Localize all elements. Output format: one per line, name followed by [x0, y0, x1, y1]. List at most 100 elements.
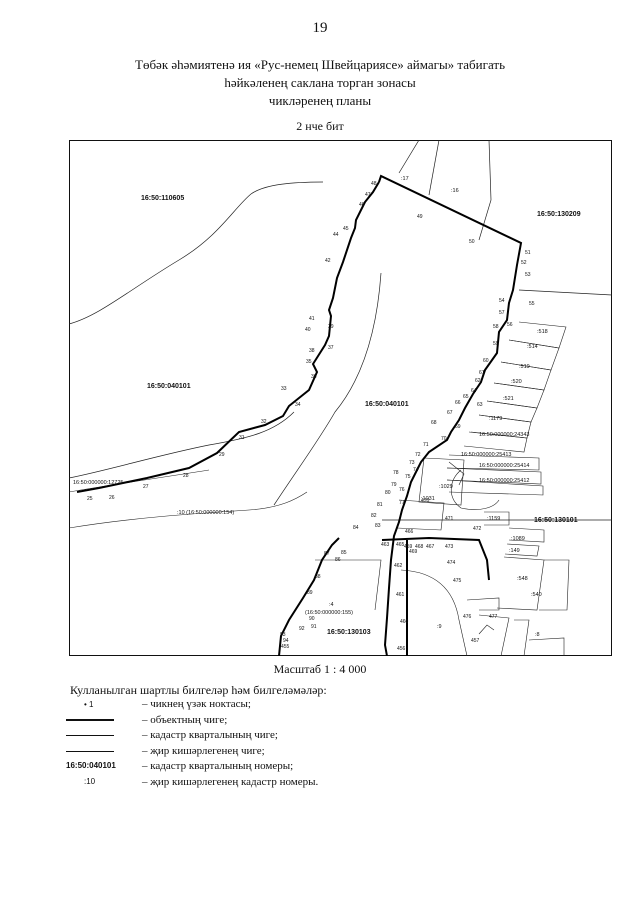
- point-label: 84: [353, 525, 359, 531]
- plot-label: 16:50:000000:25414: [479, 463, 529, 469]
- title-line-3: чикләренең планы: [268, 93, 372, 108]
- point-label: 62: [475, 378, 481, 384]
- point-label: 477: [489, 614, 498, 620]
- plot-9-inner: [478, 624, 495, 635]
- plot-10-edge: [69, 491, 308, 529]
- legend-symbol-thin-line: [66, 750, 114, 752]
- legend-row-plot-number: :10 – җир кишәрлегенең кадастр номеры.: [66, 775, 486, 791]
- object-boundary-inner-east: [381, 536, 490, 581]
- map-scale: Масштаб 1 : 4 000: [273, 662, 367, 676]
- plot-label: 16:50:000000:24343: [479, 432, 529, 438]
- legend-text: – кадастр кварталының номеры;: [142, 760, 294, 772]
- legend-text: – кадастр кварталының чиге;: [142, 729, 278, 741]
- plot-labels: :518 :514 :519 :520 :521 :1179 16:50:000…: [73, 176, 548, 638]
- plot-1159: [484, 511, 510, 526]
- point-label: 54: [499, 298, 505, 304]
- point-label: 71: [423, 442, 429, 448]
- plot-line-16-east: [478, 140, 492, 241]
- point-label: 455: [281, 644, 290, 650]
- plot-line-16-west: [428, 140, 440, 196]
- point-label: 36: [311, 374, 317, 380]
- plot-label: :521: [503, 396, 514, 402]
- point-label: 467: [426, 544, 435, 550]
- point-label: 63: [477, 402, 483, 408]
- plot-4: [315, 559, 382, 611]
- point-label: 460: [400, 619, 409, 625]
- point-label: 47: [365, 192, 371, 198]
- plot-label: :1031: [421, 496, 435, 502]
- point-label: 66: [455, 400, 461, 406]
- plot-149: [504, 543, 540, 557]
- plot-label: 16:50:000000:12725: [73, 480, 123, 486]
- plot-label: :149: [509, 548, 520, 554]
- point-label: 55: [529, 301, 535, 307]
- quarter-label: 16:50:130101: [534, 517, 578, 524]
- point-label: 29: [219, 452, 225, 458]
- point-label: 461: [396, 592, 405, 598]
- point-label: 67: [447, 410, 453, 416]
- point-label: 474: [447, 560, 456, 566]
- point-label: 41: [309, 316, 315, 322]
- point-label: 27: [143, 484, 149, 490]
- plot-9-building: [466, 597, 500, 611]
- quarter-label: 16:50:130209: [537, 211, 581, 218]
- plot-curve: [450, 469, 500, 510]
- plot-label: :16: [451, 188, 459, 194]
- plot-label: :518: [537, 329, 548, 335]
- point-label: 94: [283, 638, 289, 644]
- point-label: 69: [455, 424, 461, 430]
- plot-label: :9: [437, 624, 442, 630]
- plot-label: :540: [531, 592, 542, 598]
- point-label: 26: [109, 495, 115, 501]
- point-label: 28: [183, 473, 189, 479]
- plot-label: :520: [511, 379, 522, 385]
- plot-9-east: [478, 614, 510, 656]
- point-label: 82: [371, 513, 377, 519]
- plot-label: :10 (16:50:000000:154): [177, 510, 234, 516]
- point-label: 32: [261, 419, 267, 425]
- point-label: 462: [394, 563, 403, 569]
- point-label: 34: [295, 402, 301, 408]
- river-bank-north: [69, 181, 324, 325]
- river-bank-south: [69, 411, 295, 479]
- legend-symbol-quarter-code: 16:50:040101: [66, 761, 116, 770]
- point-label: 85: [341, 550, 347, 556]
- point-label: 52: [521, 260, 527, 266]
- point-label: 78: [393, 470, 399, 476]
- quarter-label: 16:50:110605: [141, 195, 184, 202]
- plot-25412: [446, 479, 544, 496]
- plot-label: :8: [535, 632, 540, 638]
- map-frame: [69, 140, 612, 656]
- quarter-line-040101: [273, 272, 382, 506]
- point-label: 79: [391, 482, 397, 488]
- plot-470-area: [396, 499, 445, 531]
- plot-25413: [446, 454, 540, 471]
- point-label: 49: [417, 214, 423, 220]
- quarter-label: 16:50:040101: [147, 383, 191, 390]
- plot-label: :1179: [489, 416, 502, 422]
- point-label: 50: [469, 239, 475, 245]
- object-boundary-southwest: [278, 537, 340, 656]
- plot-1089: [508, 527, 545, 543]
- point-label: 39: [328, 324, 334, 330]
- point-label: 473: [445, 544, 454, 550]
- plot-8-west: [514, 619, 530, 656]
- legend-text: – җир кишәрлегенең кадастр номеры.: [142, 775, 319, 788]
- legend-row-quarter-number: 16:50:040101 – кадастр кварталының номер…: [66, 759, 486, 775]
- point-label: 77: [399, 500, 405, 506]
- legend-row-object-boundary: – объектның чиге;: [66, 713, 486, 729]
- point-label: 472: [473, 526, 482, 532]
- point-label: 68: [431, 420, 437, 426]
- plot-548: [496, 556, 545, 611]
- object-boundary: [76, 174, 523, 656]
- point-label: 476: [463, 614, 472, 620]
- point-label: 81: [377, 502, 383, 508]
- plot-label: :519: [519, 364, 530, 370]
- sheet-label: 2 нче бит: [296, 119, 344, 133]
- legend-symbol-thick-line: [66, 718, 114, 721]
- point-labels: 25 26 27 28 29 31 32 33 34 35 36 37 38 3…: [87, 181, 535, 652]
- plot-label: :548: [517, 576, 528, 582]
- legend-text: – чикнең үзәк ноктасы;: [142, 698, 251, 710]
- point-label: 40: [305, 327, 311, 333]
- point-label: 92: [299, 626, 305, 632]
